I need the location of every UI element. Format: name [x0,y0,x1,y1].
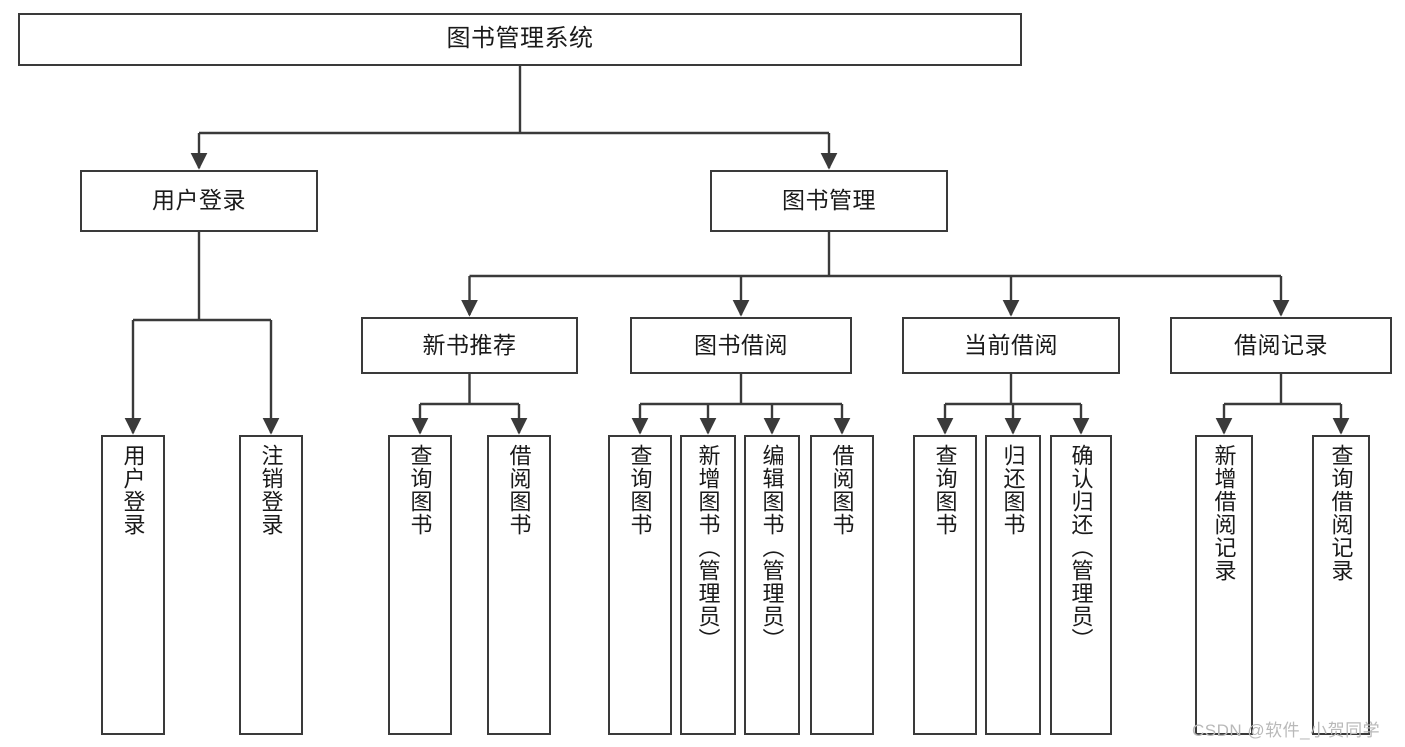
node-leaf-add-book-label: 新增图书（管理员） [695,444,721,651]
node-leaf-query-book-1[interactable]: 查询图书 [388,435,452,735]
node-leaf-return-book[interactable]: 归还图书 [985,435,1041,735]
node-leaf-borrow-book-2[interactable]: 借阅图书 [810,435,874,735]
node-leaf-query-record-label: 查询借阅记录 [1328,444,1354,582]
node-book-borrow[interactable]: 图书借阅 [630,317,852,374]
node-leaf-edit-book-label: 编辑图书（管理员） [759,444,785,651]
node-user-login-label: 用户登录 [152,187,246,214]
node-new-book-rec[interactable]: 新书推荐 [361,317,578,374]
node-leaf-borrow-book-2-label: 借阅图书 [829,444,855,536]
node-book-borrow-label: 图书借阅 [694,331,788,358]
node-leaf-query-book-3-label: 查询图书 [932,444,958,536]
node-current-borrow-label: 当前借阅 [964,331,1058,358]
node-leaf-user-login[interactable]: 用户登录 [101,435,165,735]
node-leaf-query-book-3[interactable]: 查询图书 [913,435,977,735]
node-leaf-query-record[interactable]: 查询借阅记录 [1312,435,1370,735]
node-leaf-confirm-return[interactable]: 确认归还（管理员） [1050,435,1112,735]
node-leaf-query-book-1-label: 查询图书 [407,444,433,536]
node-new-book-rec-label: 新书推荐 [422,331,517,358]
node-leaf-user-login-label: 用户登录 [120,444,146,536]
node-current-borrow[interactable]: 当前借阅 [902,317,1120,374]
node-leaf-query-book-2-label: 查询图书 [627,444,653,536]
node-leaf-logout-label: 注销登录 [258,444,284,536]
node-leaf-query-book-2[interactable]: 查询图书 [608,435,672,735]
node-leaf-logout[interactable]: 注销登录 [239,435,303,735]
node-root-label: 图书管理系统 [446,25,594,53]
node-leaf-borrow-book-1-label: 借阅图书 [506,444,532,536]
node-leaf-borrow-book-1[interactable]: 借阅图书 [487,435,551,735]
node-leaf-edit-book[interactable]: 编辑图书（管理员） [744,435,800,735]
node-borrow-record[interactable]: 借阅记录 [1170,317,1392,374]
node-book-manage[interactable]: 图书管理 [710,170,948,232]
node-root[interactable]: 图书管理系统 [18,13,1022,66]
node-borrow-record-label: 借阅记录 [1234,331,1328,358]
node-leaf-add-record-label: 新增借阅记录 [1211,444,1237,582]
node-book-manage-label: 图书管理 [782,187,876,214]
node-user-login[interactable]: 用户登录 [80,170,318,232]
node-leaf-add-book[interactable]: 新增图书（管理员） [680,435,736,735]
node-leaf-return-book-label: 归还图书 [1000,444,1026,536]
node-leaf-add-record[interactable]: 新增借阅记录 [1195,435,1253,735]
node-leaf-confirm-return-label: 确认归还（管理员） [1068,444,1094,651]
